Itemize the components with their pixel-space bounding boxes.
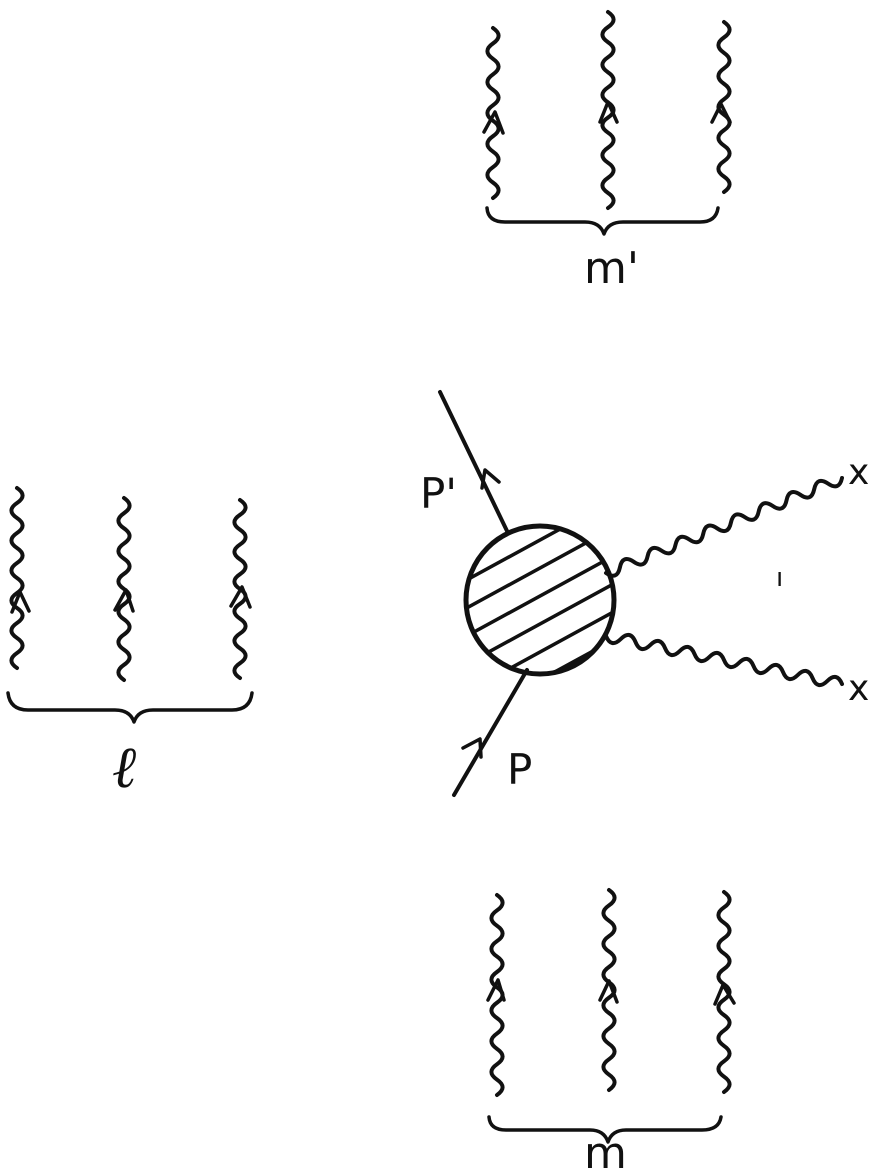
left-arrow-1	[10, 590, 31, 614]
top-photon-2	[600, 10, 616, 210]
outgoing-proton-line	[438, 390, 510, 535]
hatched-blob	[466, 526, 614, 674]
bottom-brace	[487, 1115, 723, 1144]
bottom-arrow-2	[598, 979, 619, 1004]
label-incoming-proton: P	[507, 745, 532, 794]
top-arrow-1	[482, 110, 505, 135]
stray-mark: ı	[776, 563, 783, 593]
left-photon-2	[116, 496, 132, 682]
group-top-photons	[482, 10, 732, 236]
bottom-arrow-3	[713, 983, 736, 1006]
left-arrow-3	[229, 585, 252, 609]
group-left-photons	[6, 486, 254, 724]
label-group-bottom: m	[584, 1128, 627, 1172]
top-arrow-3	[710, 102, 732, 124]
left-arrow-2	[113, 588, 135, 613]
bottom-photon-2	[601, 888, 617, 1092]
top-arrow-2	[598, 100, 619, 124]
top-brace	[485, 206, 720, 236]
group-bottom-photons	[486, 888, 736, 1144]
left-photon-1	[9, 486, 25, 670]
label-group-left: ℓ	[112, 733, 136, 801]
incoming-proton-arrow	[461, 737, 483, 759]
label-photon-lower: x	[848, 668, 869, 709]
bottom-photon-3	[716, 890, 732, 1094]
photon-line-lower	[604, 632, 844, 688]
label-photon-upper: x	[848, 452, 869, 493]
blob-outline	[463, 523, 617, 677]
outgoing-proton-arrow	[480, 468, 501, 490]
label-group-top: m'	[584, 243, 639, 294]
label-outgoing-proton: P'	[420, 469, 457, 518]
left-brace	[6, 691, 254, 724]
bottom-arrow-1	[486, 978, 506, 1002]
top-photon-1	[485, 26, 501, 200]
photon-line-upper	[604, 476, 844, 578]
central-vertex	[438, 390, 844, 797]
incoming-proton-line	[452, 668, 529, 797]
